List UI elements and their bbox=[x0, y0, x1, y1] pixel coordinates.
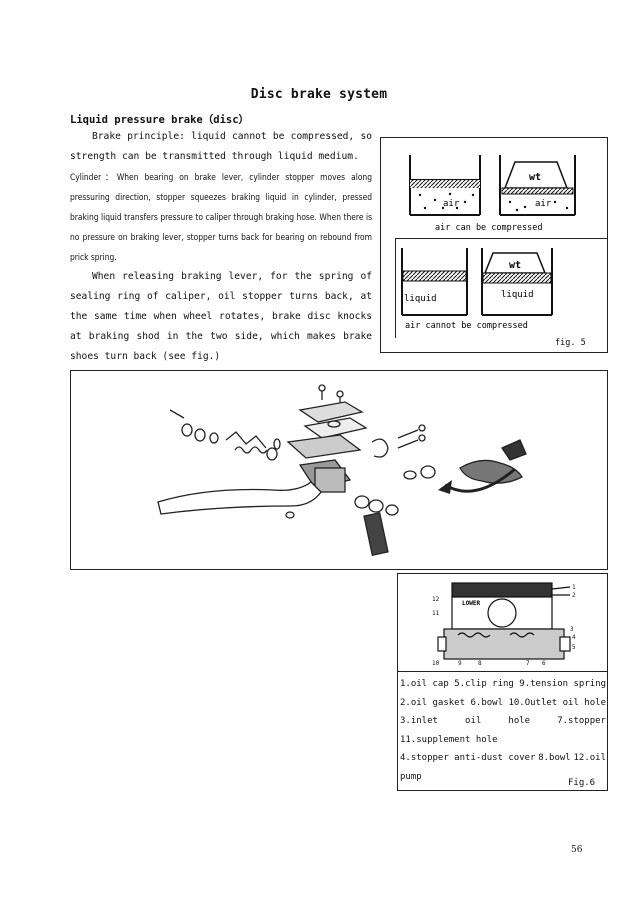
callout-7: 7 bbox=[526, 660, 530, 667]
callout-6: 6 bbox=[542, 660, 546, 667]
callout-2: 2 bbox=[572, 592, 576, 599]
liquid-cylinder-left bbox=[401, 248, 468, 316]
callout-3: 3 bbox=[570, 626, 574, 633]
legend-row-3: 3.inlet oil hole 7.stopper bbox=[400, 716, 606, 727]
legend-row-5: 4.stopper anti-dust cover 8.bowl 12.oil bbox=[400, 753, 606, 764]
figure-6-legend: 1.oil cap 5.clip ring 9.tension spring 2… bbox=[400, 675, 606, 787]
figure-5-divider bbox=[395, 238, 607, 239]
label-lower: LOWER bbox=[462, 600, 480, 607]
liquid-cylinder-right bbox=[481, 248, 553, 316]
caption-air-not-compressed: air cannot be compressed bbox=[405, 321, 528, 331]
figure-5-bottom-illustration: liquid wt liquid air cannot be compresse… bbox=[401, 248, 553, 331]
figure-5-top-illustration: air wt air air can be compressed bbox=[409, 155, 576, 233]
caption-air-compressed: air can be compressed bbox=[435, 223, 542, 233]
callout-5: 5 bbox=[572, 644, 576, 651]
legend-row-2: 2.oil gasket 6.bowl 10.Outlet oil hole bbox=[400, 697, 606, 708]
callout-1: 1 bbox=[572, 584, 576, 591]
label-liquid-right: liquid bbox=[501, 290, 534, 300]
callout-9: 9 bbox=[458, 660, 462, 667]
weighted-cylinder-right bbox=[499, 155, 576, 216]
page-title: Disc brake system bbox=[250, 87, 388, 102]
callout-12: 12 bbox=[432, 596, 440, 603]
open-cylinder-left bbox=[409, 155, 481, 216]
label-weight-bottom: wt bbox=[509, 260, 521, 271]
figure-5-label: fig. 5 bbox=[555, 338, 586, 348]
callout-8: 8 bbox=[478, 660, 482, 667]
paragraph-cylinder: Cylinder：When bearing on brake lever, cy… bbox=[70, 172, 372, 262]
body-text-column: Brake principle: liquid cannot be compre… bbox=[70, 127, 372, 367]
label-air-left: air bbox=[443, 199, 460, 209]
callout-10: 10 bbox=[432, 660, 440, 667]
legend-row-6: pump bbox=[400, 771, 422, 782]
paragraph-release: When releasing braking lever, for the sp… bbox=[70, 271, 372, 362]
figure-5-frame bbox=[380, 137, 608, 353]
master-cylinder-cross-section: LOWER 1 2 12 11 3 4 5 10 9 8 7 6 bbox=[432, 582, 576, 667]
paragraph-principle: Brake principle: liquid cannot be compre… bbox=[70, 131, 372, 162]
label-liquid-left: liquid bbox=[404, 294, 437, 304]
callout-11: 11 bbox=[432, 610, 440, 617]
page-number: 56 bbox=[571, 845, 583, 855]
figure-5-inner-border bbox=[395, 238, 396, 338]
figure-6-label: Fig.6 bbox=[568, 778, 596, 788]
section-heading: Liquid pressure brake（disc） bbox=[70, 114, 250, 126]
label-air-right: air bbox=[535, 199, 552, 209]
callout-4: 4 bbox=[572, 634, 576, 641]
figure-6-divider bbox=[397, 671, 608, 672]
legend-row-1: 1.oil cap 5.clip ring 9.tension spring bbox=[400, 679, 606, 689]
brake-lever-exploded-diagram bbox=[157, 384, 527, 556]
legend-row-4: 11.supplement hole bbox=[400, 734, 498, 745]
label-weight-top: wt bbox=[529, 172, 541, 183]
